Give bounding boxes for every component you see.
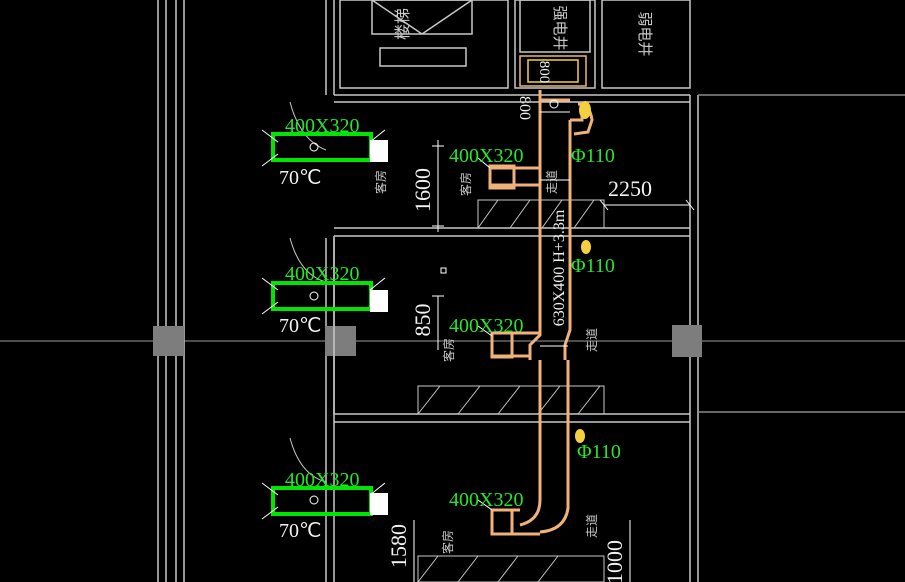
pipe-bot-size: Φ110	[577, 441, 621, 463]
duct-inner-lines	[540, 99, 570, 347]
riser-size-label: 800	[536, 61, 552, 84]
corridor-label-1: 走道	[545, 170, 559, 194]
dim-1580: 1580	[386, 524, 411, 568]
unit-bot-size: 400X320	[285, 469, 359, 491]
dimension-lines	[413, 140, 695, 582]
dim-850: 850	[410, 304, 435, 337]
riser-size-label-2: 800	[516, 96, 533, 120]
fan-coil-unit-bot	[271, 486, 388, 516]
room-label-1: 客房	[373, 170, 388, 194]
unit-mid-size: 400X320	[285, 263, 359, 285]
fan-coil-unit-top	[271, 132, 388, 162]
unit-top-size: 400X320	[285, 115, 359, 137]
branch-mid-size: 400X320	[449, 315, 523, 337]
room-label-4: 客房	[440, 530, 455, 554]
shaft-label-1: 强电井	[551, 5, 568, 50]
dim-1000: 1000	[602, 540, 627, 582]
diffuser-arrows	[261, 129, 493, 520]
temp-mid: 70℃	[279, 315, 321, 337]
fan-coil-unit-mid	[271, 281, 388, 312]
pipe-fittings	[575, 101, 591, 443]
core-area	[339, 0, 691, 89]
branch-bot-size: 400X320	[449, 489, 523, 511]
main-duct-label: 630X400 H+3.3m	[551, 209, 568, 326]
room-label-2: 客房	[458, 172, 473, 196]
corridor-label-2: 走道	[585, 328, 599, 352]
dim-1600: 1600	[410, 168, 435, 212]
corridor-label-3: 走道	[585, 514, 599, 538]
temp-bot: 70℃	[279, 520, 321, 542]
main-duct	[488, 90, 594, 536]
shaft-label-2: 弱电井	[636, 11, 653, 56]
pipe-top-size: Φ110	[571, 145, 615, 167]
branch-top-size: 400X320	[449, 145, 523, 167]
room-label-3: 客房	[441, 338, 456, 362]
pipe-mid-size: Φ110	[571, 255, 615, 277]
structural-columns	[153, 325, 702, 357]
stair-label: 楼梯	[394, 8, 412, 40]
closet-boxes	[417, 199, 605, 582]
temp-top: 70℃	[279, 167, 321, 189]
dim-2250: 2250	[608, 176, 652, 201]
